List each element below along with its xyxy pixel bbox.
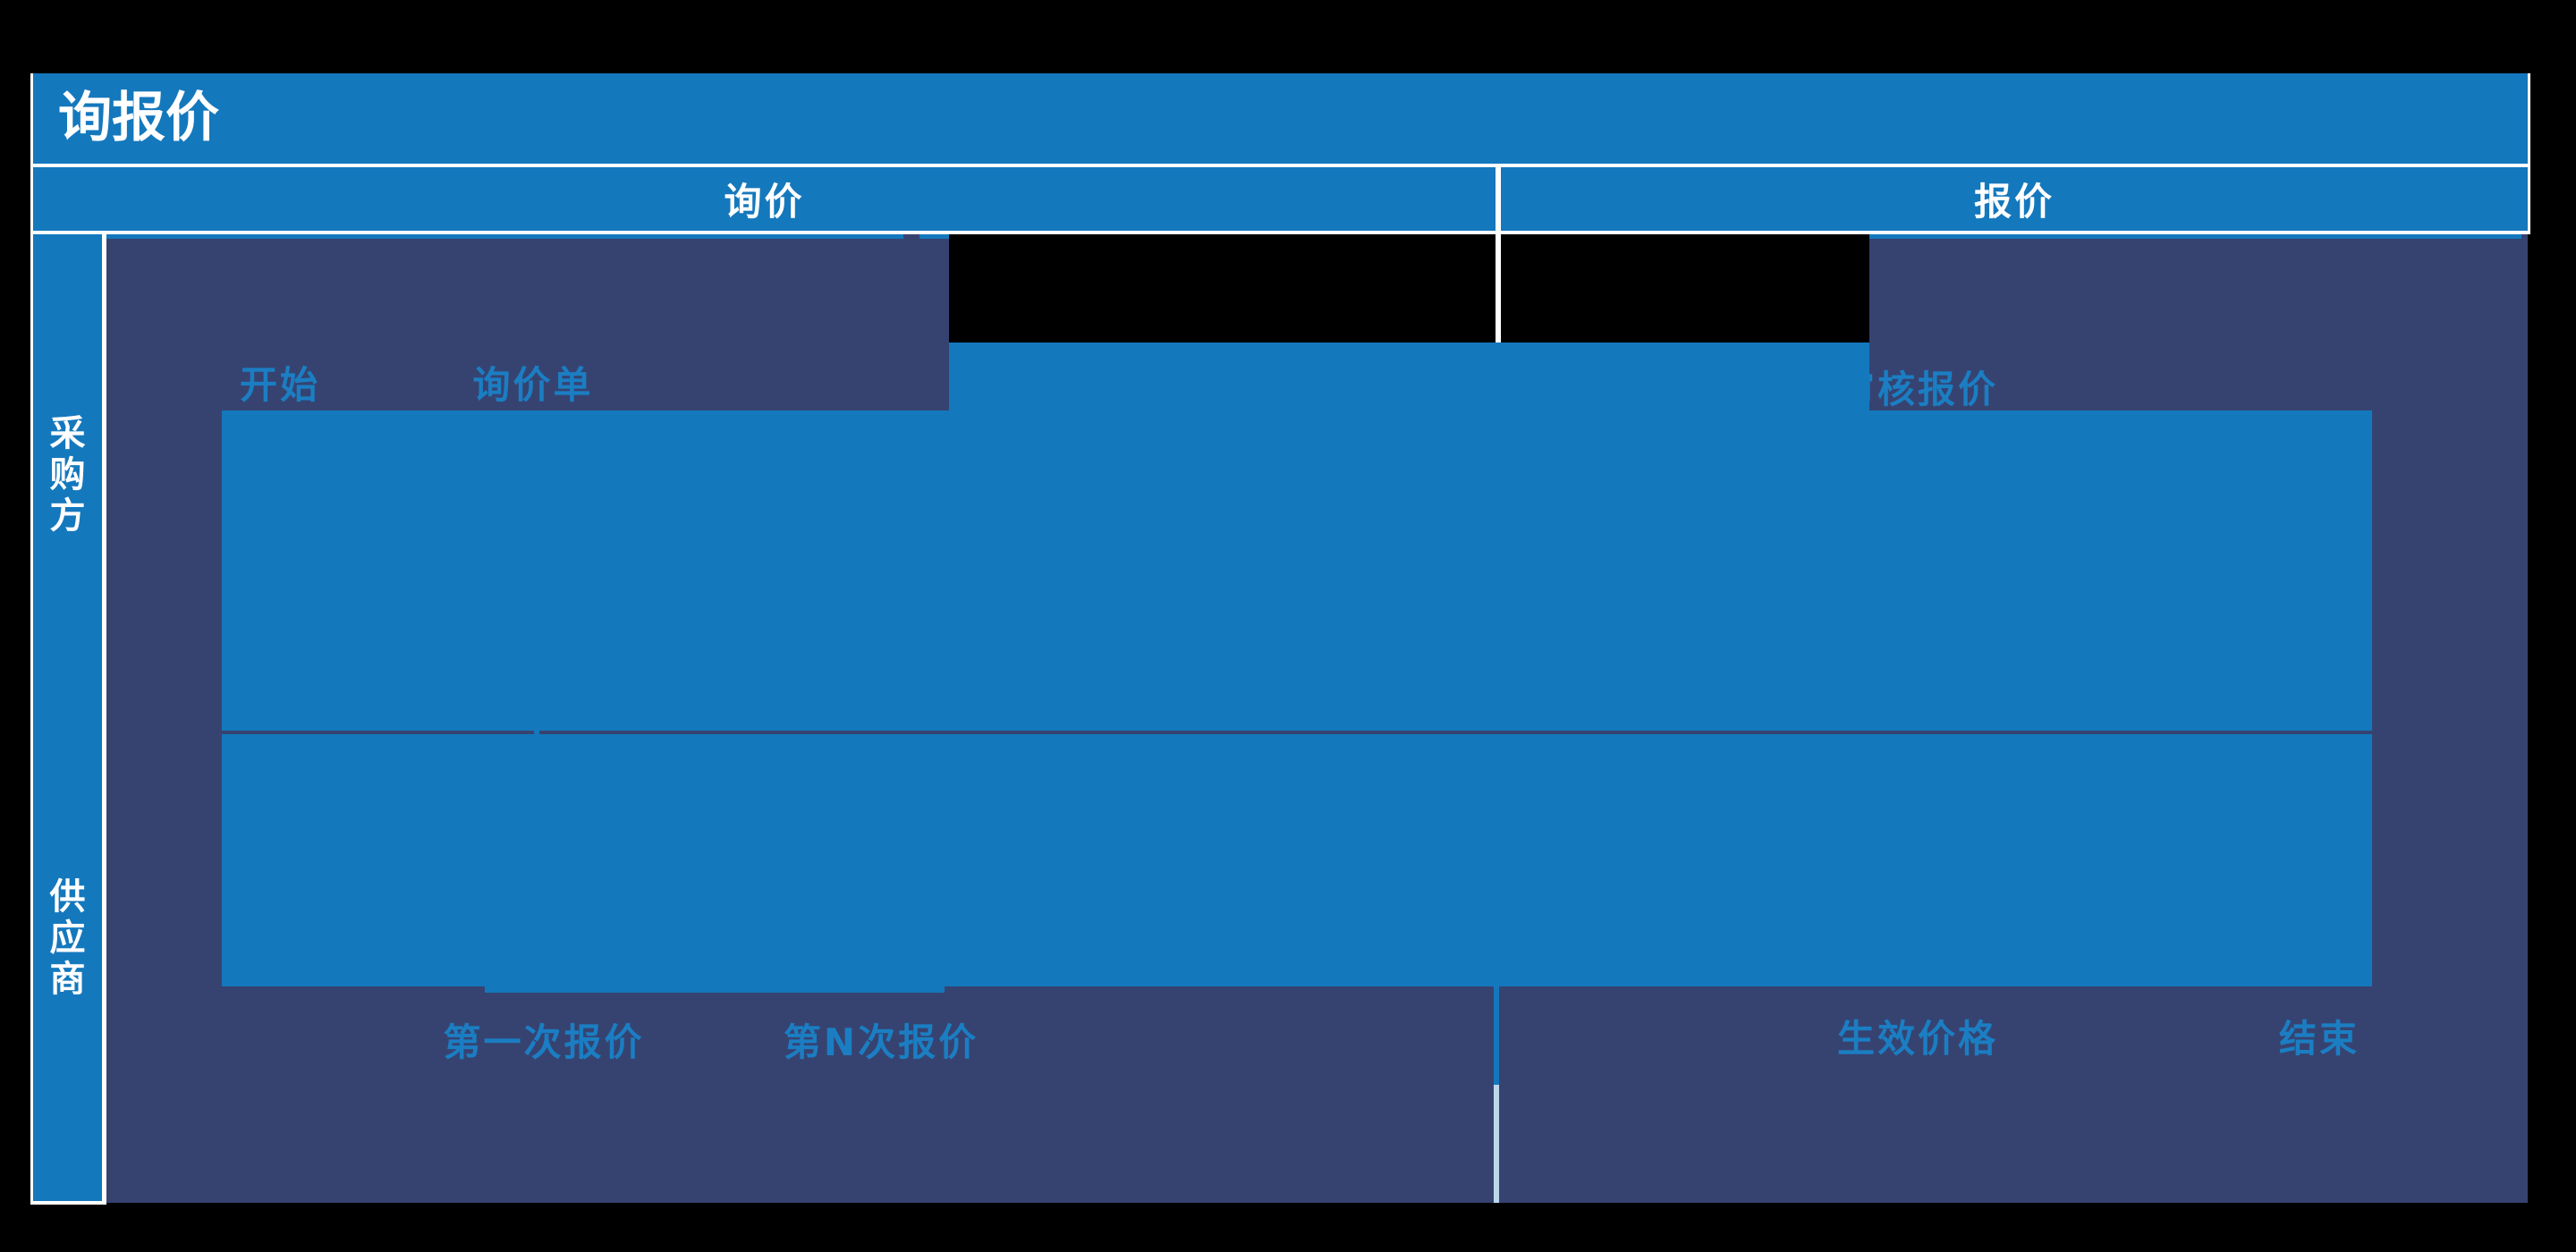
header-separator-line: [30, 231, 2530, 234]
header-quote-label: 报价: [1973, 180, 2055, 224]
node-inquiry-form: 询价单: [472, 363, 594, 407]
header-inquiry-label: 询价: [724, 180, 805, 224]
title-separator-line: [30, 164, 2530, 167]
node-first-quote: 第一次报价: [443, 1020, 645, 1064]
lane-sidebar: [33, 234, 102, 1201]
lane-label-supplier: 供应商: [49, 876, 86, 1000]
overlay-rect-buyer-row: [222, 410, 2372, 731]
blacked-out-region-right: [1501, 234, 1869, 343]
lane-sidebar-bottom-line: [30, 1201, 106, 1205]
diagram-right-border: [2528, 73, 2530, 234]
column-divider-through-black-region: [1496, 234, 1501, 343]
title-bar: [33, 73, 2528, 164]
column-divider-blue-segment: [1494, 986, 1499, 1085]
header-column-divider: [1496, 167, 1501, 231]
content-top-strip-notch: [903, 234, 919, 239]
connector-notch: [534, 731, 539, 735]
column-divider-light-segment: [1494, 1085, 1499, 1203]
lane-sidebar-divider: [102, 234, 106, 1203]
overlay-step-rect: [485, 986, 945, 993]
header-quote-column: 报价: [1501, 167, 2528, 231]
node-end: 结束: [2278, 1017, 2360, 1061]
node-nth-quote: 第N次报价: [783, 1020, 979, 1064]
blacked-out-region-left: [949, 234, 1496, 343]
overlay-rect-supplier-row: [222, 734, 2372, 986]
node-start: 开始: [239, 363, 320, 407]
lane-label-buyer: 采购方: [49, 413, 86, 537]
node-effective-price: 生效价格: [1837, 1017, 1999, 1061]
diagram-left-border: [30, 73, 33, 1205]
overlay-band-under-black-regions: [949, 343, 1869, 413]
page-title: 询报价: [58, 87, 219, 149]
header-inquiry-column: 询价: [33, 167, 1496, 231]
